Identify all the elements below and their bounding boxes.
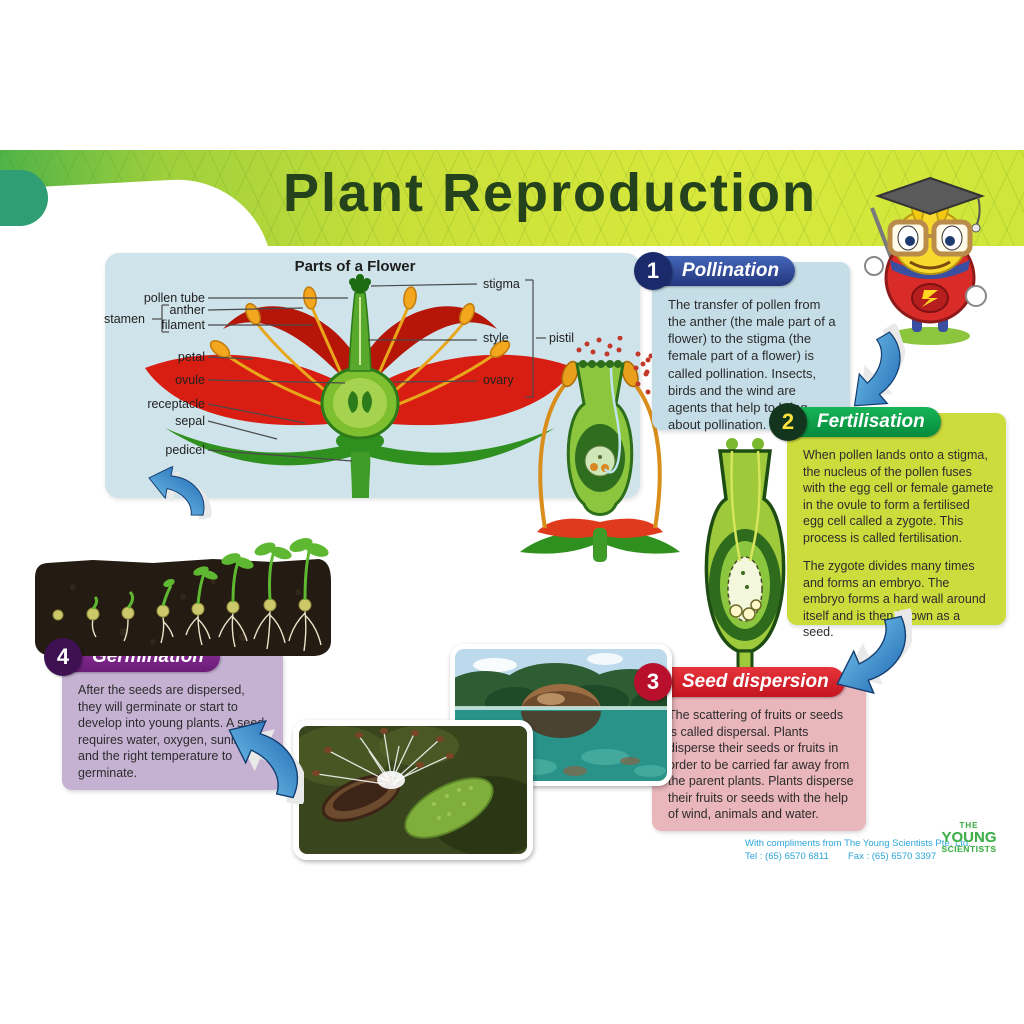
curved-arrow-icon	[853, 322, 906, 407]
flower-panel-title: Parts of a Flower	[294, 258, 416, 275]
section-title: Seed dispersion	[644, 667, 845, 697]
label-receptacle: receptacle	[147, 397, 205, 411]
section-number-badge: 2	[769, 403, 807, 441]
logo-line-scientists: SCIENTISTS	[941, 844, 997, 854]
label-style: style	[483, 331, 509, 345]
section-number-badge: 4	[44, 638, 82, 676]
section-number-badge: 1	[634, 252, 672, 290]
young-scientists-logo: THE YOUNG SCIENTISTS	[933, 822, 1005, 854]
curved-arrow-icon	[836, 608, 912, 694]
label-petal: petal	[177, 350, 205, 364]
label-anther: anther	[169, 303, 205, 317]
pistil-pollination-illustration	[520, 336, 680, 562]
label-sepal: sepal	[175, 414, 205, 428]
section-text: After the seeds are dispersed, they will…	[78, 683, 265, 780]
footer-tel: Tel : (65) 6570 6811	[745, 851, 829, 862]
section-panel-fertilisation: 2 Fertilisation When pollen lands onto a…	[769, 403, 1006, 639]
section-text: The zygote divides many times and forms …	[803, 559, 986, 639]
title-banner	[0, 150, 1024, 246]
curved-arrow-icon	[148, 465, 212, 520]
label-stigma: stigma	[483, 277, 520, 291]
section-panel-pollination: 1 Pollination The transfer of pollen fro…	[634, 252, 850, 432]
milkweed-seed-pod-photo	[293, 720, 533, 860]
page-title: Plant Reproduction	[283, 163, 817, 223]
label-ovary: ovary	[483, 373, 514, 387]
label-ovule: ovule	[175, 373, 205, 387]
section-number-badge: 3	[634, 663, 672, 701]
curved-arrow-icon	[228, 720, 304, 804]
mascot-character-icon	[864, 176, 987, 345]
footer-fax: Fax : (65) 6570 3397	[848, 851, 937, 862]
ovary-seed-illustration	[704, 438, 786, 683]
section-text: When pollen lands onto a stigma, the nuc…	[803, 448, 994, 545]
banner-teal-shape	[0, 170, 48, 226]
label-pedicel: pedicel	[165, 443, 205, 457]
label-stamen: stamen	[104, 312, 145, 326]
logo-line-the: THE	[959, 821, 979, 830]
germination-stages-photo	[35, 538, 331, 656]
flower-illustration	[145, 274, 575, 498]
label-pistil: pistil	[549, 331, 575, 345]
label-pollen-tube: pollen tube	[143, 291, 205, 305]
section-panel-germination: 4 Germination After the seeds are disper…	[44, 638, 283, 790]
label-filament: filament	[161, 318, 205, 332]
logo-line-young: YOUNG	[941, 829, 997, 846]
section-panel-seed-dispersion: 3 Seed dispersion The scattering of frui…	[634, 663, 866, 831]
pollen-dots	[633, 351, 651, 395]
section-text: The scattering of fruits or seeds is cal…	[668, 708, 854, 821]
footer-compliments: With compliments from The Young Scientis…	[745, 838, 971, 849]
coconut-dispersal-photo	[450, 644, 672, 786]
